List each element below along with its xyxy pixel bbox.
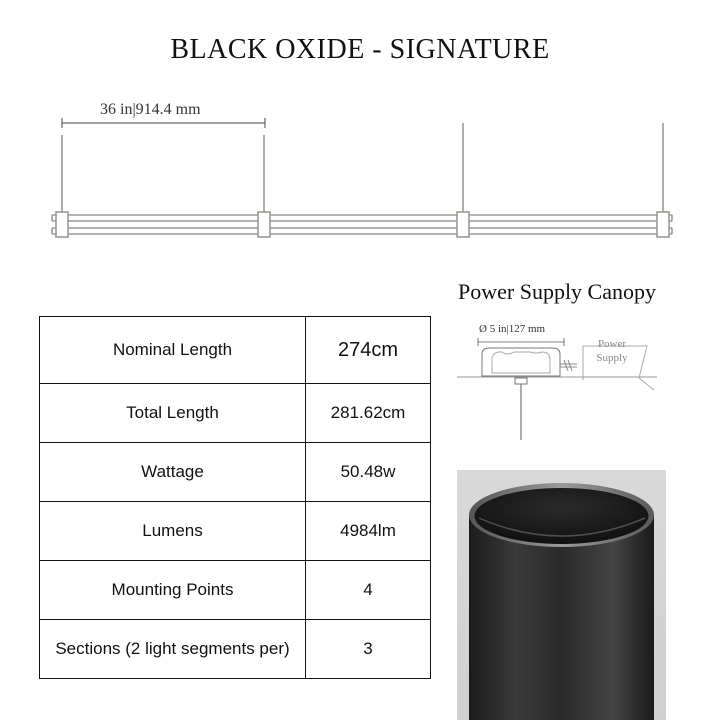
light-tubes	[51, 214, 673, 235]
finish-photo	[457, 470, 666, 720]
spec-value: 4984lm	[305, 501, 431, 562]
canopy-body	[481, 347, 561, 385]
spec-label: Total Length	[39, 383, 306, 444]
dimension-line	[61, 118, 266, 128]
table-row: Wattage 50.48w	[39, 442, 431, 503]
power-supply-label: Power Supply	[591, 337, 633, 365]
canopy-diagram	[457, 338, 657, 440]
power-supply-label-line2: Supply	[596, 352, 628, 364]
canopy-dimension-line	[477, 338, 565, 346]
table-row: Sections (2 light segments per) 3	[39, 619, 431, 679]
canopy-title: Power Supply Canopy	[458, 279, 656, 304]
page-title: BLACK OXIDE - SIGNATURE	[170, 34, 550, 65]
power-supply-label-line1: Power	[597, 338, 627, 350]
dimension-label: 36 in|914.4 mm	[100, 101, 201, 118]
table-row: Nominal Length 274cm	[39, 315, 431, 385]
spec-value: 281.62cm	[305, 383, 431, 444]
spec-value: 274cm	[305, 315, 431, 385]
tube-connectors	[55, 211, 670, 238]
spec-label: Nominal Length	[39, 315, 306, 385]
table-row: Lumens 4984lm	[39, 501, 431, 562]
canopy-dimension-label: Ø 5 in|127 mm	[479, 323, 546, 335]
spec-label: Wattage	[39, 442, 306, 503]
table-row: Total Length 281.62cm	[39, 383, 431, 444]
spec-value: 3	[305, 619, 431, 679]
spec-label: Lumens	[39, 501, 306, 562]
table-row: Mounting Points 4	[39, 560, 431, 621]
spec-value: 50.48w	[305, 442, 431, 503]
specs-table: Nominal Length 274cm Total Length 281.62…	[39, 315, 431, 679]
supply-wire	[560, 359, 577, 372]
spec-value: 4	[305, 560, 431, 621]
spec-label: Sections (2 light segments per)	[39, 619, 306, 679]
spec-label: Mounting Points	[39, 560, 306, 621]
suspension-cables	[61, 123, 664, 215]
fixture-diagram	[51, 118, 673, 238]
power-supply-box	[582, 345, 655, 391]
